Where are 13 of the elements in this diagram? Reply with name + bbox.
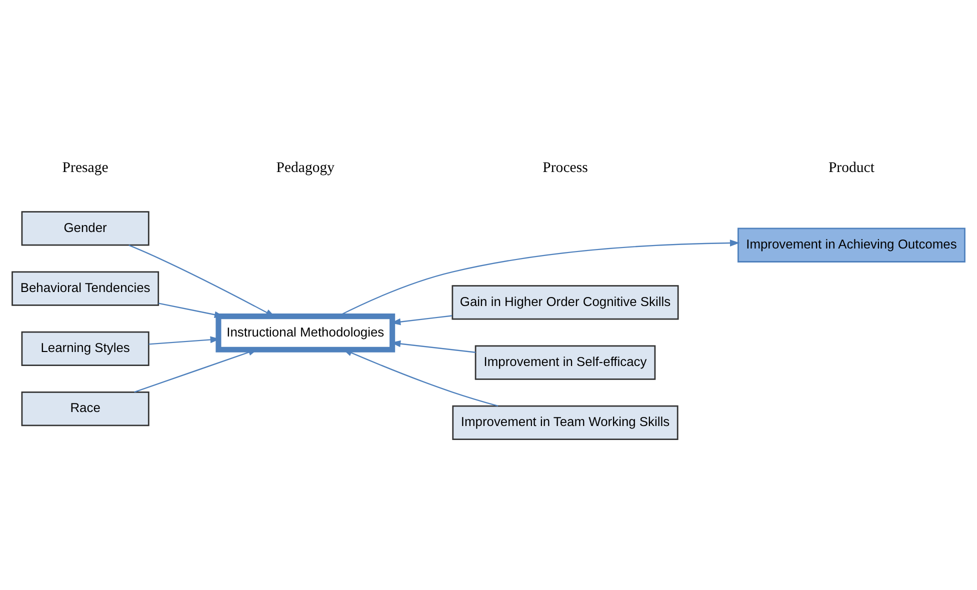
node-box: Behavioral Tendencies xyxy=(12,270,160,306)
label: Presage xyxy=(62,159,108,176)
node-box: Improvement in Team Working Skills xyxy=(452,404,678,440)
node-box: Improvement in Self-efficacy xyxy=(474,344,656,380)
label: Product xyxy=(828,159,874,176)
node-box: Gender xyxy=(21,210,150,246)
node-box: Race xyxy=(21,390,150,426)
node-box: Improvement in Achieving Outcomes xyxy=(738,227,966,262)
node-box: Learning Styles xyxy=(21,330,150,366)
node-box: Gain in Higher Order Cognitive Skills xyxy=(452,284,679,320)
label: Pedagogy xyxy=(276,159,335,176)
node-box: Instructional Methodologies xyxy=(216,313,396,352)
label: Process xyxy=(542,159,588,176)
